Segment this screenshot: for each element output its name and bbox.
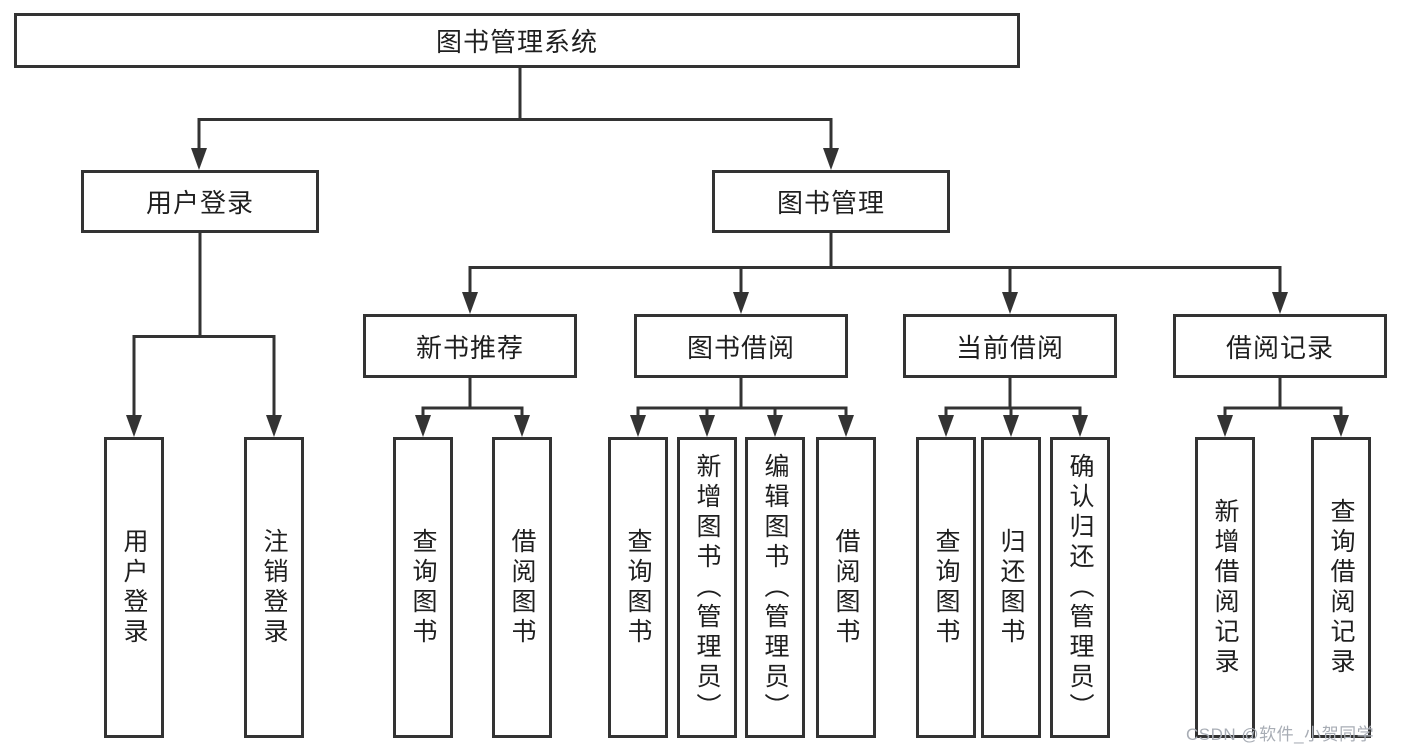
leaf-return-books: 归还图书 xyxy=(981,437,1041,738)
leaf-query-books-current: 查询图书 xyxy=(916,437,976,738)
node-user-login: 用户登录 xyxy=(81,170,319,233)
node-current-borrowing: 当前借阅 xyxy=(903,314,1117,378)
watermark-text: CSDN @软件_小贺同学 xyxy=(1186,725,1375,744)
leaf-borrow-books-recommend-label: 借阅图书 xyxy=(508,527,536,648)
leaf-confirm-return-admin-label: 确认归还（管理员） xyxy=(1066,452,1094,723)
arrowheads xyxy=(126,148,1349,437)
leaf-add-borrow-record-label: 新增借阅记录 xyxy=(1211,497,1239,678)
leaf-borrow-books-borrow-label: 借阅图书 xyxy=(832,527,860,648)
node-book-management: 图书管理 xyxy=(712,170,950,233)
leaf-edit-books-admin-label: 编辑图书（管理员） xyxy=(761,452,789,723)
leaf-logout: 注销登录 xyxy=(244,437,304,738)
node-user-login-label: 用户登录 xyxy=(145,188,254,218)
leaf-edit-books-admin: 编辑图书（管理员） xyxy=(745,437,805,738)
node-new-book-recommendation: 新书推荐 xyxy=(363,314,577,378)
leaf-add-borrow-record: 新增借阅记录 xyxy=(1195,437,1255,738)
leaf-query-books-current-label: 查询图书 xyxy=(932,527,960,648)
leaf-add-books-admin: 新增图书（管理员） xyxy=(677,437,737,738)
leaf-borrow-books-recommend: 借阅图书 xyxy=(492,437,552,738)
node-borrowing-records-label: 借阅记录 xyxy=(1225,332,1334,363)
leaf-confirm-return-admin: 确认归还（管理员） xyxy=(1050,437,1110,738)
node-book-borrowing-label: 图书借阅 xyxy=(686,332,795,363)
leaf-borrow-books-borrow: 借阅图书 xyxy=(816,437,876,738)
node-book-borrowing: 图书借阅 xyxy=(634,314,848,378)
leaf-return-books-label: 归还图书 xyxy=(997,527,1025,648)
leaf-add-books-admin-label: 新增图书（管理员） xyxy=(693,452,721,723)
node-new-book-recommendation-label: 新书推荐 xyxy=(415,332,524,363)
node-library-management-system-label: 图书管理系统 xyxy=(435,27,598,57)
leaf-query-books-recommend: 查询图书 xyxy=(393,437,453,738)
node-library-management-system: 图书管理系统 xyxy=(14,13,1020,68)
node-borrowing-records: 借阅记录 xyxy=(1173,314,1387,378)
leaf-user-login-label: 用户登录 xyxy=(120,527,148,648)
leaf-query-books-borrow: 查询图书 xyxy=(608,437,668,738)
leaf-query-books-recommend-label: 查询图书 xyxy=(409,527,437,648)
node-current-borrowing-label: 当前借阅 xyxy=(955,332,1064,363)
leaf-query-books-borrow-label: 查询图书 xyxy=(624,527,652,648)
node-book-management-label: 图书管理 xyxy=(776,188,885,218)
leaf-query-borrow-record: 查询借阅记录 xyxy=(1311,437,1371,738)
leaf-logout-label: 注销登录 xyxy=(260,527,288,648)
leaf-query-borrow-record-label: 查询借阅记录 xyxy=(1327,497,1355,678)
leaf-user-login: 用户登录 xyxy=(104,437,164,738)
